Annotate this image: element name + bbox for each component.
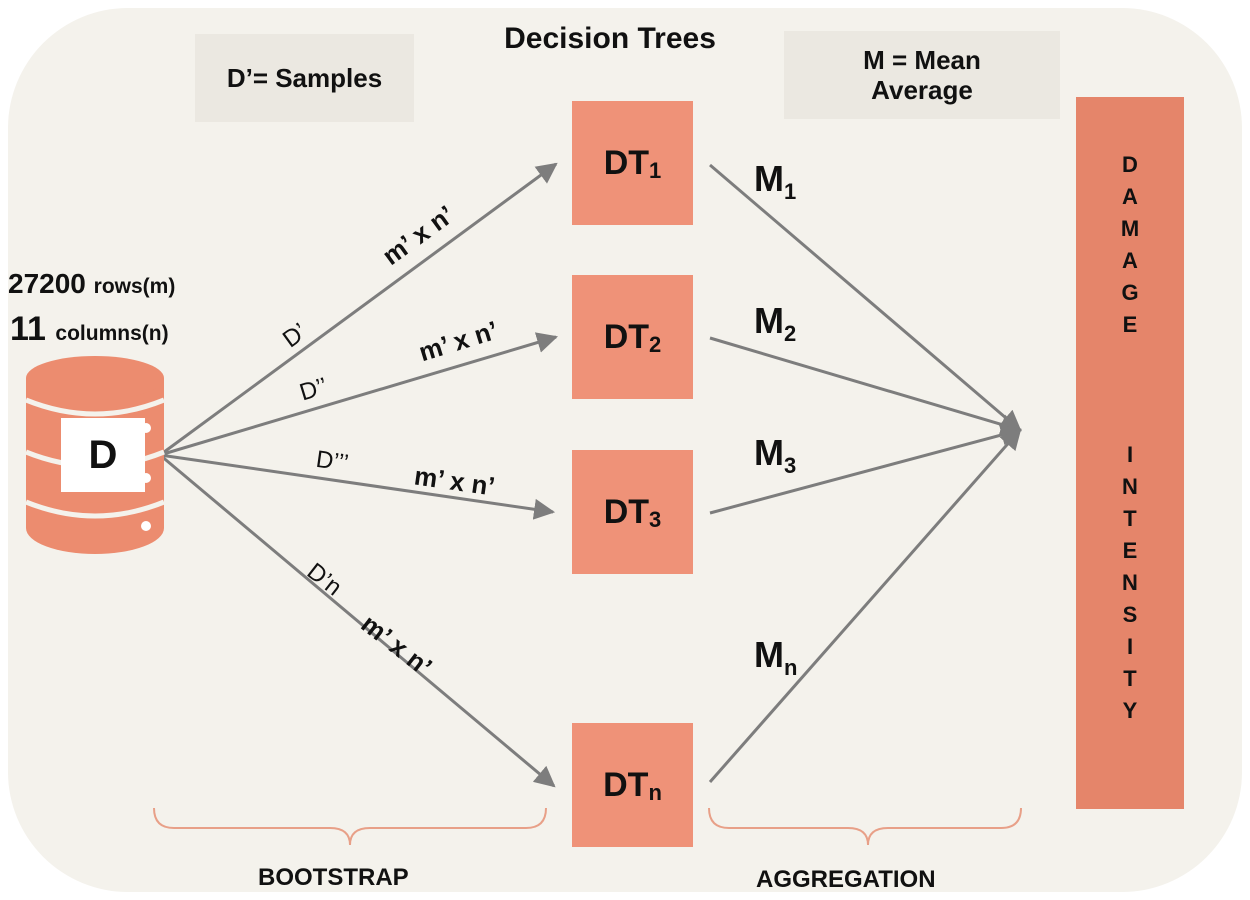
- damage-letter-4: A: [1122, 248, 1138, 273]
- arrow-from-dtn: [708, 428, 1022, 783]
- mean-label-1: M1: [754, 158, 797, 205]
- dt2-sub: 2: [649, 332, 662, 357]
- intensity-letter-4: E: [1122, 538, 1138, 563]
- samples-legend: D’= Samples: [195, 34, 414, 122]
- arrow-to-dt3: [159, 453, 556, 520]
- rows-label: 27200 rows(m): [8, 268, 175, 300]
- mean-label-3: M3: [754, 432, 797, 479]
- mean-legend: M = Mean Average: [784, 31, 1060, 119]
- aggregation-brace: [708, 807, 1022, 846]
- arrow-from-dt1: [709, 163, 1022, 432]
- mean-label-2: M2: [754, 300, 797, 347]
- intensity-letter-9: Y: [1122, 698, 1138, 723]
- arrow-from-dt2: [709, 336, 1023, 435]
- damage-letter-6: E: [1122, 312, 1138, 337]
- dtn-label: DT: [603, 765, 649, 804]
- arrow-from-dt3: [709, 424, 1023, 515]
- aggregation-label: AGGREGATION: [756, 866, 936, 893]
- rows-unit: rows(m): [93, 275, 176, 298]
- sample-label-3: D’’’: [314, 445, 351, 478]
- intensity-letter-8: T: [1123, 666, 1137, 691]
- mean-label-n: Mn: [754, 634, 798, 681]
- arrow-to-dt2: [159, 332, 559, 457]
- samples-legend-text: D’= Samples: [226, 63, 383, 93]
- dt1-label: DT: [603, 143, 650, 182]
- cols-unit: columns(n): [55, 322, 169, 345]
- dtn-sub: n: [648, 780, 662, 805]
- dt3-sub: 3: [649, 507, 662, 532]
- bootstrap-label: BOOTSTRAP: [258, 864, 409, 891]
- database-label: D: [61, 418, 145, 492]
- intensity-letter-5: N: [1122, 570, 1138, 595]
- intensity-letter-1: I: [1126, 442, 1134, 467]
- cols-label: 11 columns(n): [10, 310, 169, 349]
- dt1-sub: 1: [649, 158, 662, 183]
- cols-value: 11: [10, 310, 46, 348]
- rows-value: 27200: [8, 268, 86, 299]
- damage-letter-3: M: [1120, 216, 1140, 241]
- intensity-letter-3: T: [1123, 506, 1137, 531]
- damage-letter-5: G: [1121, 280, 1139, 305]
- arrow-to-dtn: [159, 453, 556, 788]
- mean-legend-line1: M = Mean: [863, 45, 981, 75]
- intensity-letter-7: I: [1126, 634, 1134, 659]
- diagram-title: Decision Trees: [504, 22, 716, 55]
- dt2-label: DT: [603, 317, 650, 356]
- intensity-letter-6: S: [1122, 602, 1138, 627]
- intensity-letter-2: N: [1122, 474, 1138, 499]
- bootstrap-brace: [153, 807, 547, 846]
- mean-legend-line2: Average: [871, 75, 973, 105]
- arrow-to-dt1: [159, 162, 558, 457]
- dt3-label: DT: [603, 492, 650, 531]
- damage-letter-1: D: [1122, 152, 1138, 177]
- damage-letter-2: A: [1122, 184, 1138, 209]
